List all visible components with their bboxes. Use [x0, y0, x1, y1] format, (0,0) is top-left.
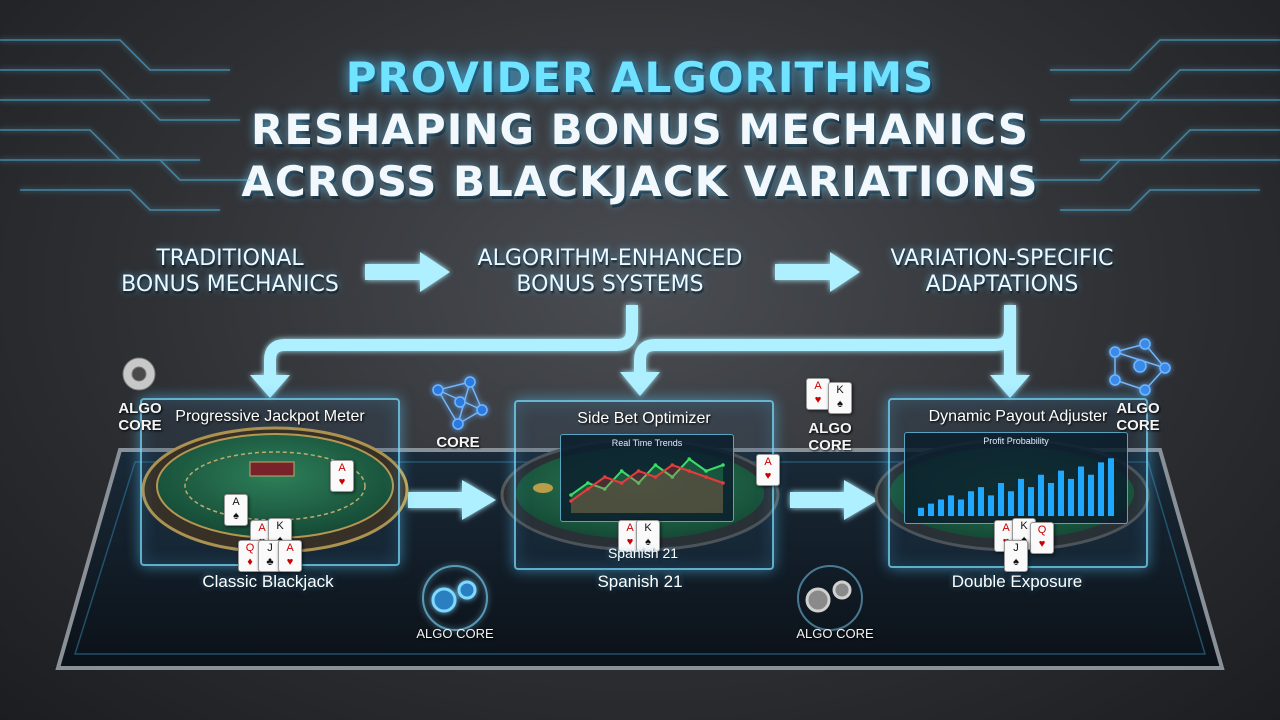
bar	[1048, 483, 1054, 516]
bar	[1098, 462, 1104, 516]
data-point	[569, 499, 573, 503]
data-point	[687, 469, 692, 473]
bar	[1078, 466, 1084, 516]
series-line-1	[570, 463, 724, 502]
chart-plot	[918, 458, 1114, 516]
data-point	[687, 457, 692, 461]
bar	[1018, 478, 1024, 516]
bar	[1038, 474, 1044, 516]
bar	[968, 491, 974, 516]
gear-icon-top-left	[122, 357, 156, 391]
series-area-0	[571, 459, 723, 513]
algo-core-label-bottom-right: ALGO CORE	[796, 626, 874, 641]
gear-icon-bottom-left	[422, 565, 488, 631]
panel-title: Progressive Jackpot Meter	[175, 408, 365, 425]
panel-title: Dynamic Payout Adjuster	[928, 408, 1108, 425]
data-point	[721, 463, 725, 467]
playing-card: A♠	[224, 494, 248, 526]
stage-traditional: TRADITIONAL BONUS MECHANICS	[121, 246, 339, 297]
real-time-trends-chart: Real Time Trends	[560, 434, 734, 522]
data-point	[704, 469, 708, 473]
bar	[928, 503, 934, 516]
bar	[1008, 491, 1014, 516]
bar	[918, 507, 924, 516]
data-point	[619, 481, 624, 485]
playing-card: K♠	[828, 382, 852, 414]
playing-card: Q♥	[1030, 522, 1054, 554]
algo-core-label-mid: ALGO CORE	[808, 420, 852, 454]
game-label-spanish-21: Spanish 21	[597, 572, 683, 591]
bar	[988, 495, 994, 516]
playing-card: A♥	[330, 460, 354, 492]
data-point	[602, 475, 607, 479]
data-point	[569, 493, 573, 497]
profit-probability-chart: Profit Probability	[904, 432, 1128, 524]
core-label-network: CORE	[436, 434, 480, 451]
algo-core-label-left: ALGO CORE	[118, 400, 162, 434]
series-area-1	[571, 465, 723, 513]
title-line-1: PROVIDER ALGORITHMS	[345, 53, 935, 102]
game-label-classic: Classic Blackjack	[202, 572, 334, 591]
data-point	[586, 481, 590, 485]
data-point	[721, 481, 725, 485]
data-point	[619, 469, 624, 473]
data-point	[653, 475, 658, 479]
chart-title: Real Time Trends	[611, 438, 683, 448]
title-line-3: ACROSS BLACKJACK VARIATIONS	[241, 157, 1039, 206]
table-arrows	[408, 480, 878, 520]
chart-title: Profit Probability	[983, 436, 1049, 446]
data-point	[670, 463, 675, 467]
bar	[1108, 458, 1114, 516]
network-icon-right	[1109, 338, 1171, 396]
data-point	[704, 475, 708, 479]
data-point	[602, 487, 607, 491]
data-point	[586, 487, 590, 491]
data-point	[636, 481, 641, 485]
playing-card: A♥	[756, 454, 780, 486]
algo-core-label-right: ALGO CORE	[1116, 400, 1160, 434]
table-label-spanish-21: Spanish 21	[607, 545, 679, 561]
gear-icon-bottom-right	[797, 565, 863, 631]
bar	[958, 499, 964, 516]
circuit-traces-right	[1030, 39, 1280, 211]
data-point	[653, 463, 658, 467]
bar	[1058, 470, 1064, 516]
bar	[978, 487, 984, 516]
branch-arrows	[264, 305, 1016, 380]
stage-algorithm-enhanced: ALGORITHM-ENHANCED BONUS SYSTEMS	[477, 246, 743, 297]
stage-arrows	[365, 252, 860, 292]
panel-title: Side Bet Optimizer	[577, 410, 711, 427]
game-label-double-exposure: Double Exposure	[951, 572, 1083, 591]
algo-core-label-bottom-left: ALGO CORE	[416, 626, 494, 641]
stage-variation-specific: VARIATION-SPECIFIC ADAPTATIONS	[890, 246, 1114, 297]
network-icon-core	[432, 376, 488, 430]
data-point	[636, 469, 641, 473]
playing-card: A♥	[278, 540, 302, 572]
title-line-2: RESHAPING BONUS MECHANICS	[250, 105, 1030, 154]
bar	[998, 483, 1004, 516]
bar	[1088, 474, 1094, 516]
bar	[1068, 478, 1074, 516]
playing-card: K♠	[636, 520, 660, 552]
bar	[938, 499, 944, 516]
bar	[948, 495, 954, 516]
bar	[1028, 487, 1034, 516]
panel-progressive-jackpot: Progressive Jackpot Meter	[140, 398, 400, 566]
playing-card: J♠	[1004, 540, 1028, 572]
circuit-traces-left	[0, 39, 250, 211]
data-point	[670, 475, 675, 479]
playing-card: A♥	[806, 378, 830, 410]
page-title: PROVIDER ALGORITHMS RESHAPING BONUS MECH…	[0, 52, 1280, 208]
chart-plot	[569, 457, 725, 513]
